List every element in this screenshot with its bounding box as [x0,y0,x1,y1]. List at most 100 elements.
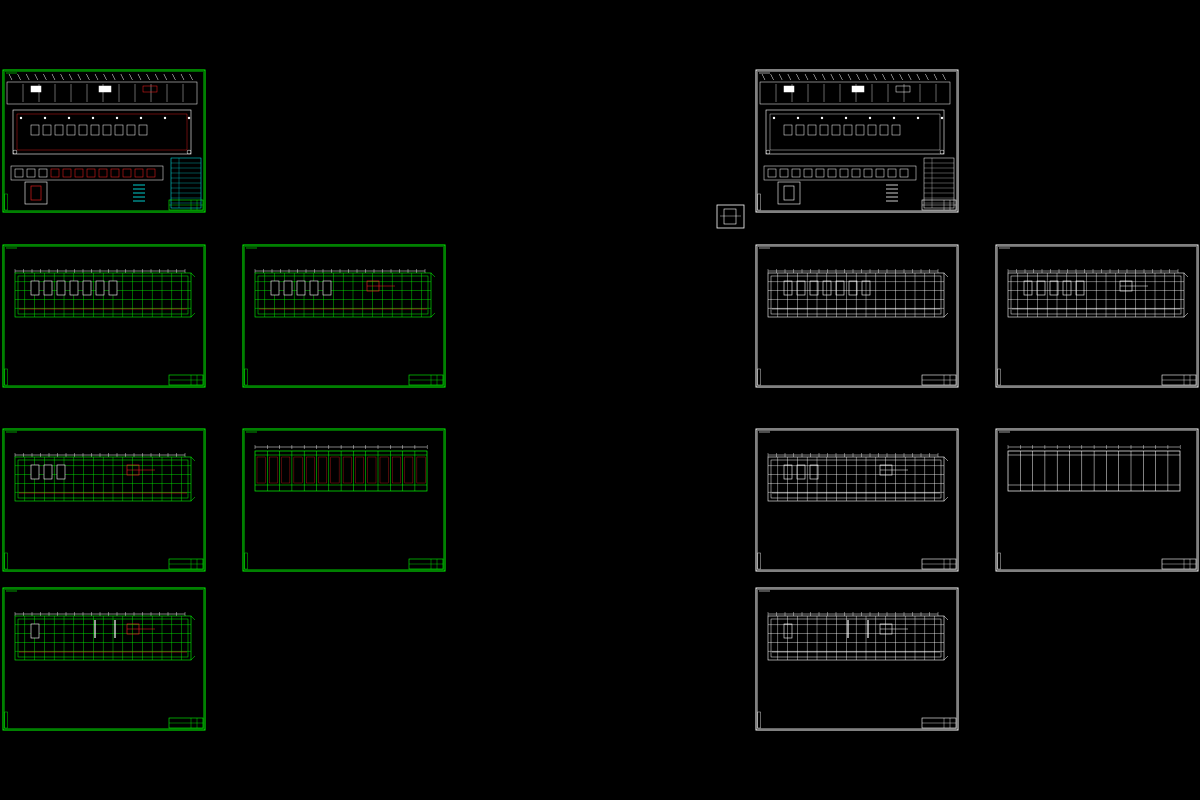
lead-line [882,73,886,81]
window-opening [69,280,79,296]
drawing-sheet-frame-elevation-4 [755,587,959,731]
anchor-point [820,116,824,120]
plan-room [114,124,124,136]
drawing-sheet-frame-elevation [2,244,206,388]
lead-line [778,73,783,81]
sheet-border [2,69,206,213]
revision-strip [997,368,1001,386]
frame-depth [430,272,436,278]
component-symbol [14,168,24,178]
frame-depth [190,272,196,278]
sheet-border [995,244,1199,388]
anchor-point [186,149,192,155]
window-opening [95,280,105,296]
anchor-point [772,116,776,120]
lead-line [43,73,47,81]
frame-panel [355,456,364,484]
revision-strip [4,552,8,570]
sheet-border [242,428,446,572]
lead-line [163,73,168,81]
plan-room [807,124,817,136]
detail-inset [716,204,745,229]
revision-strip [4,193,8,211]
plan-room [879,124,889,136]
frame-depth [1183,312,1189,318]
frame-depth [190,496,196,502]
plan-room [66,124,76,136]
lead-line [8,73,13,81]
lead-line [907,73,912,81]
window-opening [822,280,832,296]
detail-inset-body [723,208,737,225]
plan-inner [769,113,941,151]
window-opening [56,280,66,296]
lead-line [916,73,921,81]
sheet-border [242,244,446,388]
window-opening [108,280,118,296]
revision-strip [244,368,248,386]
lead-line [103,73,107,81]
anchor-point [868,116,872,120]
component-symbol [26,168,36,178]
plan-room [102,124,112,136]
lead-line [787,73,792,81]
lead-line [68,73,73,81]
component-symbol [146,168,156,178]
component-symbol [779,168,789,178]
frame-panel [306,456,315,484]
anchor-point [12,149,18,155]
window-opening [309,280,319,296]
frame-panel [293,456,303,484]
revision-strip [4,711,8,729]
window-opening [783,280,793,296]
detail-box [24,181,48,205]
frame-depth [943,615,949,621]
plan-room [867,124,877,136]
window-opening [848,280,858,296]
window-opening [796,464,806,480]
sheet-inner-border [997,246,1197,386]
lead-line [25,73,30,81]
plan-room [30,124,40,136]
component-row [10,165,164,181]
plan-room [783,124,793,136]
frame-panel [342,456,352,484]
lead-line [94,73,99,81]
frame-panel [416,456,426,484]
plan-room [891,124,901,136]
lead-line [830,73,835,81]
frame-depth [190,312,196,318]
anchor-point [892,116,896,120]
plan-room [831,124,841,136]
lead-line [770,73,774,81]
sheet-inner-border [4,589,204,729]
sheet-border [755,244,959,388]
lead-line [137,73,142,81]
drawing-sheet-frame-elevation-3 [2,428,206,572]
band-cell [895,85,911,93]
lead-line [813,73,817,81]
anchor-point [163,116,167,120]
drawing-sheet-frame-elevation-2 [995,244,1199,388]
window-opening [1023,280,1033,296]
lead-line [86,73,90,81]
window-opening [43,280,53,296]
lead-line [154,73,159,81]
band-cell [783,85,795,93]
plan-outline [12,109,192,155]
lead-line [111,73,116,81]
sheet-inner-border [757,430,957,570]
sheet-border [2,244,206,388]
component-symbol [50,168,60,178]
window-opening [82,280,92,296]
plan-room [42,124,52,136]
detail-box [777,181,801,205]
frame-panel [404,456,414,484]
frame-depth [943,655,949,661]
revision-strip [757,552,761,570]
sheet-inner-border [757,246,957,386]
sheet-border [995,428,1199,572]
lead-line [172,73,176,81]
